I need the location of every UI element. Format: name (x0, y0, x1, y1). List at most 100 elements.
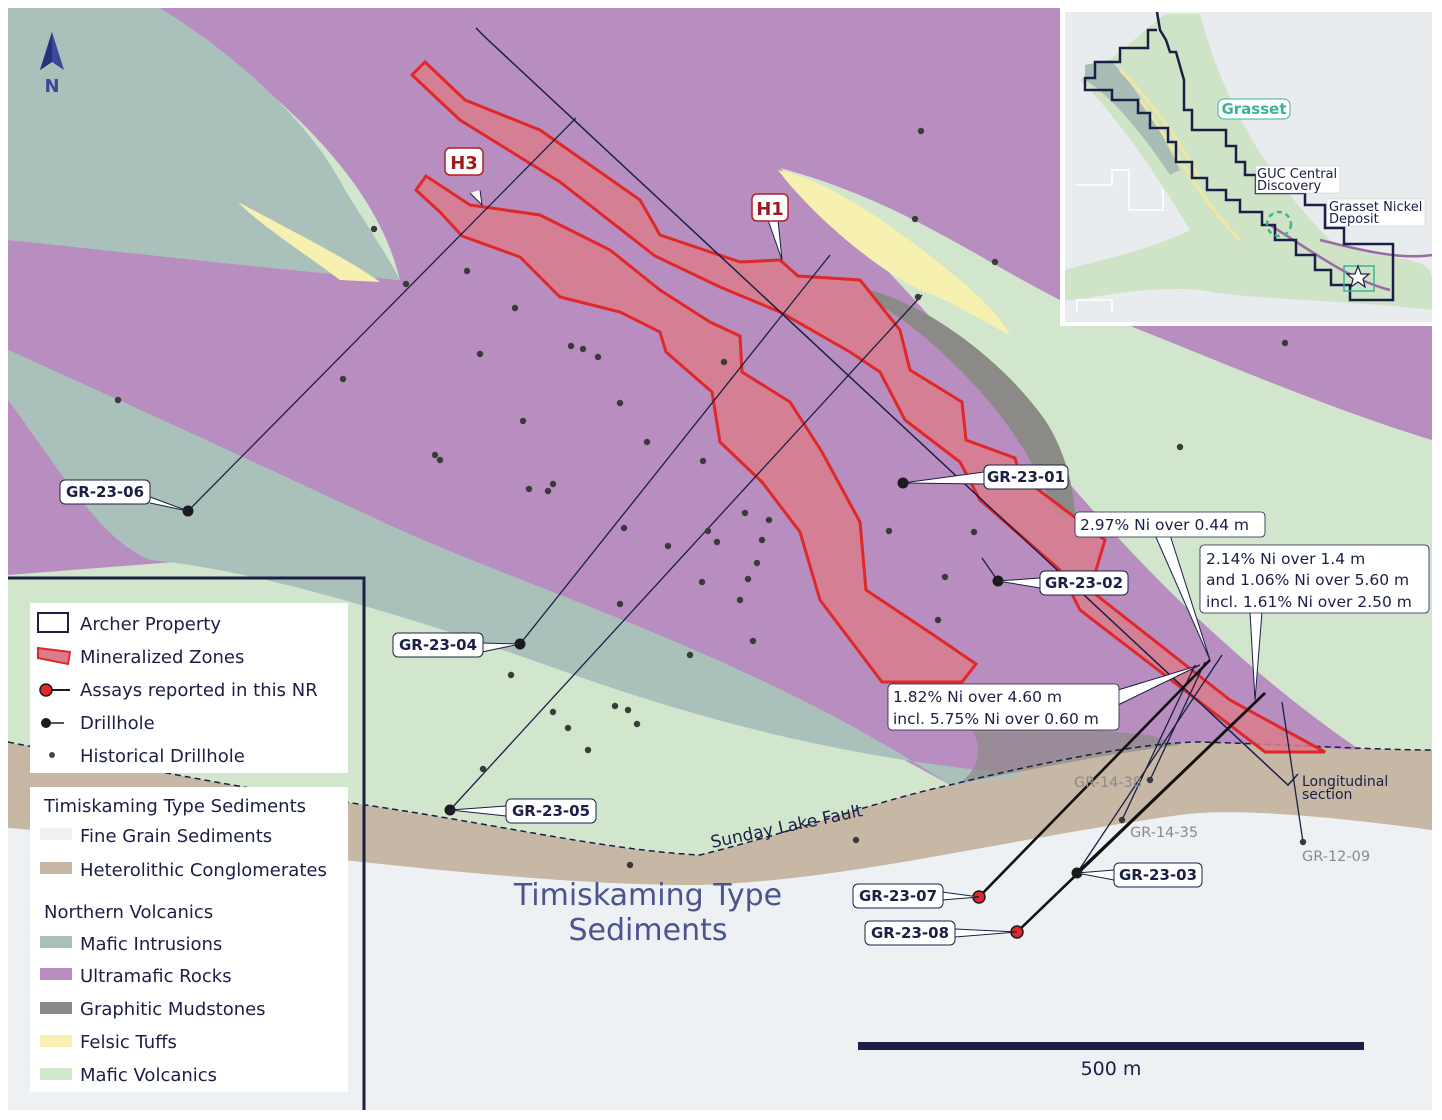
zone-label-h3: H3 (450, 153, 478, 174)
historical-drillhole-dot (749, 637, 757, 645)
historical-drillhole-dot (1176, 443, 1184, 451)
label-gr-23-02[interactable]: GR-23-02 (1045, 574, 1123, 592)
historical-drillhole-dot (970, 528, 978, 536)
label-gr-23-07[interactable]: GR-23-07 (859, 887, 937, 905)
deposit-star-icon (1345, 264, 1371, 289)
legend-label: Drillhole (80, 713, 155, 734)
historical-drillhole-dot (744, 575, 752, 583)
mafic-intrusions-band (8, 350, 1030, 785)
section-label-1: Longitudinal (1302, 774, 1388, 790)
legend: Archer Property Mineralized Zones Assays… (37, 612, 327, 1086)
inset-grasset-label: Grasset (1221, 100, 1286, 118)
historical-drillhole-dot (114, 396, 122, 404)
legend-label: Heterolithic Conglomerates (80, 860, 327, 881)
historical-drillhole-dot (549, 480, 557, 488)
legend-swatch-zones (37, 646, 72, 666)
archer-property-outline (1083, 11, 1395, 302)
sediments-label-2: Sediments (569, 913, 728, 948)
legend-frame (8, 576, 366, 1110)
legend-swatch-historical (49, 752, 55, 758)
historical-drillhole-dot (699, 457, 707, 465)
legend-label: Assays reported in this NR (80, 680, 318, 701)
historical-drillhole-dot (664, 542, 672, 550)
historical-drillhole-dot (594, 353, 602, 361)
legend-label: Mineralized Zones (80, 647, 244, 668)
historical-drillhole-dot (431, 451, 439, 459)
historical-drillhole-dot (917, 127, 925, 135)
historical-drillhole-dot (339, 375, 347, 383)
historical-drillhole-dot (736, 596, 744, 604)
historical-drillhole-dot (624, 706, 632, 714)
label-gr-23-04[interactable]: GR-23-04 (399, 636, 477, 654)
mineralized-zone-h3 (414, 173, 979, 684)
assay-annotation-2b: and 1.06% Ni over 5.60 m (1206, 571, 1409, 589)
historical-drillhole-dot (686, 651, 694, 659)
hist-label-gr-14-38: GR-14-38 (1074, 775, 1142, 791)
label-leaders (149, 189, 1263, 938)
mafic-intrusions (8, 8, 400, 280)
historical-drillhole-dot (549, 708, 557, 716)
historical-drillhole-dot (579, 345, 587, 353)
legend-label: Historical Drillhole (80, 746, 245, 767)
drillhole-labels: GR-23-06 GR-23-04 GR-23-05 GR-23-01 GR-2… (59, 464, 1203, 946)
legend-swatch-assay (39, 683, 53, 697)
historical-drillhole-dot (463, 267, 471, 275)
legend-swatch-drillhole (41, 718, 51, 728)
historical-drillhole-dot (567, 342, 575, 350)
historical-drillhole-dot (713, 538, 721, 546)
label-gr-23-06[interactable]: GR-23-06 (66, 483, 144, 501)
historical-drillhole-dot (765, 516, 773, 524)
label-gr-23-05[interactable]: GR-23-05 (512, 802, 590, 820)
historical-drillhole-dot (1281, 339, 1289, 347)
inset-guc-label-2: Discovery (1257, 179, 1322, 194)
sediments-label-1: Timiskaming Type (513, 878, 782, 913)
north-arrow: N (40, 32, 64, 97)
historical-drillhole-dot (720, 358, 728, 366)
graphitic-mudstones (870, 290, 1075, 520)
historical-drillhole-dot (633, 720, 641, 728)
historical-drillhole-dot (511, 304, 519, 312)
historical-drillhole-dot (611, 702, 619, 710)
legend-group-title: Timiskaming Type Sediments (43, 796, 306, 817)
legend-label: Felsic Tuffs (80, 1032, 177, 1053)
section-label-2: section (1302, 787, 1352, 803)
historical-drillholes (114, 127, 1307, 869)
legend-label: Archer Property (80, 614, 221, 635)
historical-drillhole-dot (626, 861, 634, 869)
legend-swatch-archer (37, 612, 69, 633)
historical-drillhole-dot (507, 671, 515, 679)
historical-drillhole-dot (758, 536, 766, 544)
historical-drillhole-dot (643, 438, 651, 446)
label-gr-23-08[interactable]: GR-23-08 (871, 924, 949, 942)
legend-label: Mafic Volcanics (80, 1065, 217, 1086)
zone-label-h1: H1 (756, 199, 784, 220)
historical-drillhole-dot (616, 600, 624, 608)
historical-drillhole-dot (885, 527, 893, 535)
scale-label: 500 m (1081, 1058, 1142, 1080)
assay-annotation-3a: 1.82% Ni over 4.60 m (893, 688, 1062, 706)
hist-label-gr-12-09: GR-12-09 (1302, 849, 1370, 865)
legend-label: Fine Grain Sediments (80, 826, 272, 847)
legend-label: Mafic Intrusions (80, 934, 222, 955)
scale-bar (858, 1042, 1364, 1050)
assay-traces (978, 659, 1266, 933)
historical-drillhole-dot (941, 573, 949, 581)
historical-drillhole-dot (402, 280, 410, 288)
mineralized-zone-h1 (409, 59, 1326, 754)
inset-deposit-label-1: Grasset Nickel (1329, 200, 1422, 215)
hist-label-gr-14-35: GR-14-35 (1130, 825, 1198, 841)
historical-drillhole-dot (704, 527, 712, 535)
historical-drillhole-dot (479, 765, 487, 773)
legend-group-title: Northern Volcanics (44, 902, 213, 923)
historical-drillhole-dot (1146, 776, 1154, 784)
drill-traces (187, 117, 1304, 874)
north-label: N (44, 76, 59, 97)
legend-label: Ultramafic Rocks (80, 966, 232, 987)
label-gr-23-01[interactable]: GR-23-01 (987, 468, 1065, 486)
label-gr-23-03[interactable]: GR-23-03 (1119, 866, 1197, 884)
felsic-tuffs-large (778, 170, 1010, 335)
historical-drillhole-dot (911, 215, 919, 223)
historical-drillhole-dot (1299, 838, 1307, 846)
historical-drillhole-dot (436, 456, 444, 464)
historical-drillhole-dot (1118, 816, 1126, 824)
